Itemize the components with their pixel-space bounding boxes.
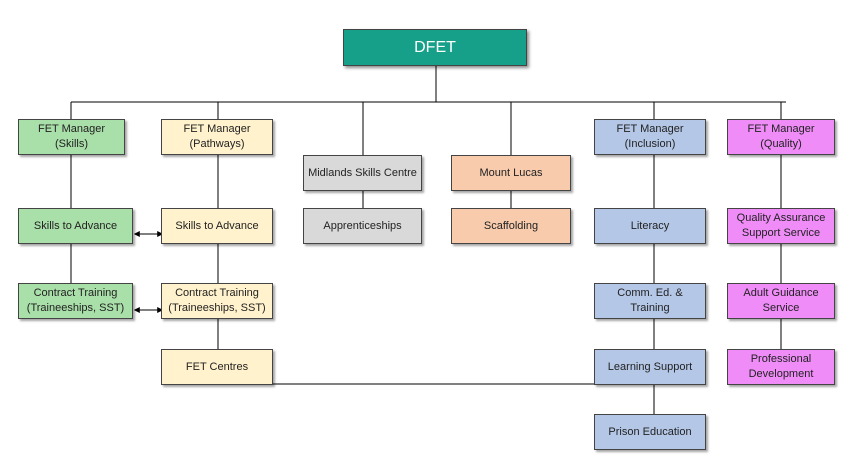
contract-training-skills-box: Contract Training (Traineeships, SST) (18, 283, 133, 319)
professional-development-box: Professional Development (727, 349, 835, 385)
quality-assurance-box: Quality Assurance Support Service (727, 208, 835, 244)
mount-lucas-box: Mount Lucas (451, 155, 571, 191)
dfet-root-box: DFET (343, 29, 527, 66)
scaffolding-box: Scaffolding (451, 208, 571, 244)
midlands-skills-centre-box: Midlands Skills Centre (303, 155, 422, 191)
fet-centres-box: FET Centres (161, 349, 273, 385)
fet-manager-pathways-box: FET Manager (Pathways) (161, 119, 273, 155)
contract-training-pathways-box: Contract Training (Traineeships, SST) (161, 283, 273, 319)
skills-to-advance-skills-box: Skills to Advance (18, 208, 133, 244)
apprenticeships-box: Apprenticeships (303, 208, 422, 244)
literacy-box: Literacy (594, 208, 706, 244)
fet-manager-inclusion-box: FET Manager (Inclusion) (594, 119, 706, 155)
fet-manager-quality-box: FET Manager (Quality) (727, 119, 835, 155)
comm-ed-training-box: Comm. Ed. & Training (594, 283, 706, 319)
fet-manager-skills-box: FET Manager (Skills) (18, 119, 125, 155)
adult-guidance-box: Adult Guidance Service (727, 283, 835, 319)
learning-support-box: Learning Support (594, 349, 706, 385)
prison-education-box: Prison Education (594, 414, 706, 450)
skills-to-advance-pathways-box: Skills to Advance (161, 208, 273, 244)
